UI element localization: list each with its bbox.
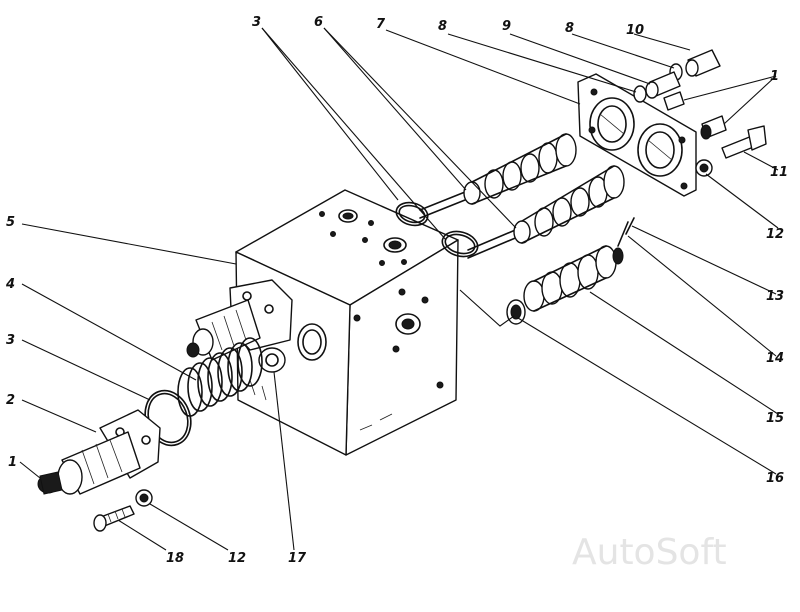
bolt-18 (93, 505, 135, 532)
callout-11: 11 (770, 165, 788, 180)
callout-12-right: 12 (766, 227, 784, 242)
callout-labels: 3 6 7 8 9 8 10 1 11 12 13 14 15 16 5 4 3… (5, 15, 788, 566)
callout-15: 15 (766, 411, 784, 426)
callout-4: 4 (5, 277, 15, 292)
callout-18: 18 (166, 551, 184, 566)
callout-1-top: 1 (770, 69, 779, 84)
spool-6-lower (467, 165, 625, 259)
callout-1-left: 1 (8, 455, 17, 470)
callout-14: 14 (766, 351, 784, 366)
leader-lines (19, 27, 779, 551)
callout-16: 16 (766, 471, 784, 486)
callout-8-b: 8 (565, 21, 574, 36)
callout-7: 7 (376, 17, 386, 32)
watermark-text: AutoSoft (572, 532, 727, 573)
washer-12-bottom (135, 489, 153, 507)
callout-5: 5 (6, 215, 15, 230)
callout-9: 9 (502, 19, 511, 34)
fitting-10 (685, 49, 721, 77)
union-9 (645, 71, 681, 99)
bolt-11 (721, 125, 767, 159)
spool-6-upper (419, 133, 577, 219)
callout-12-bottom: 12 (228, 551, 246, 566)
plug-1-left (37, 471, 63, 495)
cylinder-cap-2 (57, 409, 161, 495)
callout-17: 17 (288, 551, 307, 566)
pins-13-14 (617, 217, 635, 247)
callout-13: 13 (766, 289, 784, 304)
callout-8-a: 8 (438, 19, 447, 34)
washer-17 (258, 347, 286, 373)
callout-10: 10 (626, 23, 644, 38)
callout-2: 2 (6, 393, 15, 408)
spring-4 (177, 337, 263, 417)
callout-6: 6 (314, 15, 323, 30)
cover-plate-7 (577, 73, 697, 197)
cylinder-cap-on-block (186, 279, 293, 361)
callout-3-left: 3 (6, 333, 15, 348)
washer-12-right (695, 159, 713, 177)
plug-1-top (663, 91, 727, 140)
ring-16 (506, 299, 526, 325)
callout-3-top: 3 (252, 15, 261, 30)
washer-8-lower (633, 85, 647, 103)
spool-15 (523, 245, 624, 312)
